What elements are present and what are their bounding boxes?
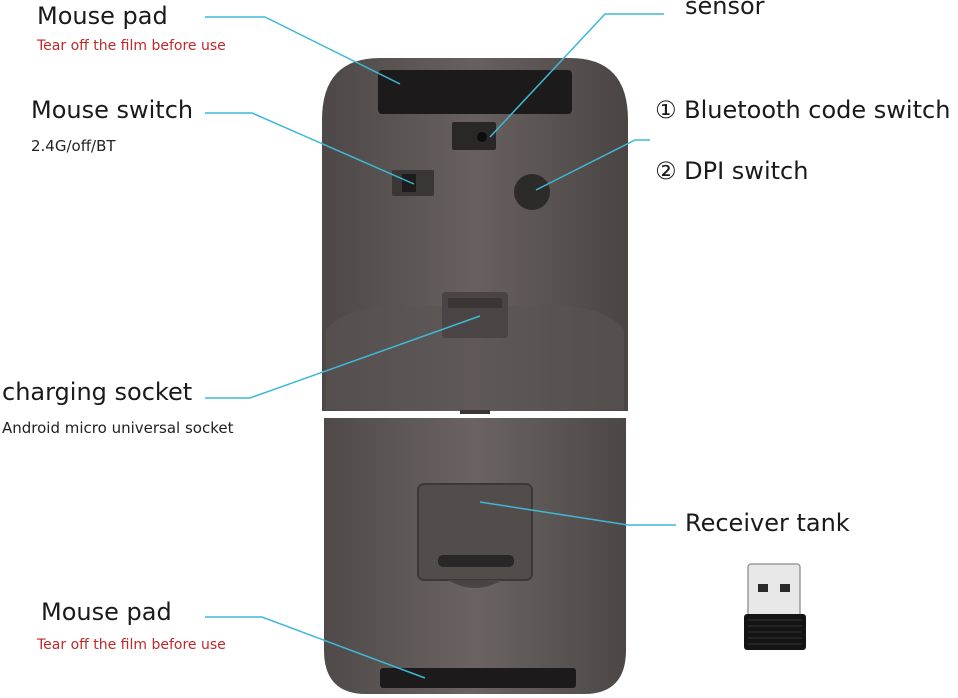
note-charging-socket: Android micro universal socket [2,419,234,437]
label-mouse-switch: Mouse switch [31,96,194,124]
label-sensor: sensor [685,0,765,20]
label-charging-socket: charging socket [2,378,193,406]
label-mouse-pad-bottom: Mouse pad [41,598,172,626]
label-dpi-switch: ② DPI switch [655,157,809,185]
note-mouse-switch: 2.4G/off/BT [31,137,116,155]
mouse-hinge-panel [326,306,624,410]
usb-receiver [744,563,806,650]
label-receiver-tank: Receiver tank [685,509,850,537]
sensor-housing [452,122,496,150]
callout-line-sensor [489,13,664,138]
callout-line-bluetooth [535,139,650,191]
sensor-lens [477,132,487,142]
callout-line-mouse-pad-bottom [205,616,426,679]
callout-line-mouse-pad-top [205,16,401,85]
note-mouse-pad-top: Tear off the film before use [37,38,226,54]
label-mouse-pad-top: Mouse pad [37,2,168,30]
mouse-pad-top [378,70,572,114]
callout-line-charging [205,315,481,399]
mouse-switch-knob [402,174,416,192]
label-bluetooth-code-switch: ① Bluetooth code switch [655,96,951,124]
note-mouse-pad-bottom: Tear off the film before use [37,637,226,653]
mouse-pad-bottom [380,668,576,688]
callout-line-mouse-switch [205,112,415,185]
callout-line-receiver [479,501,676,526]
round-button [514,174,550,210]
